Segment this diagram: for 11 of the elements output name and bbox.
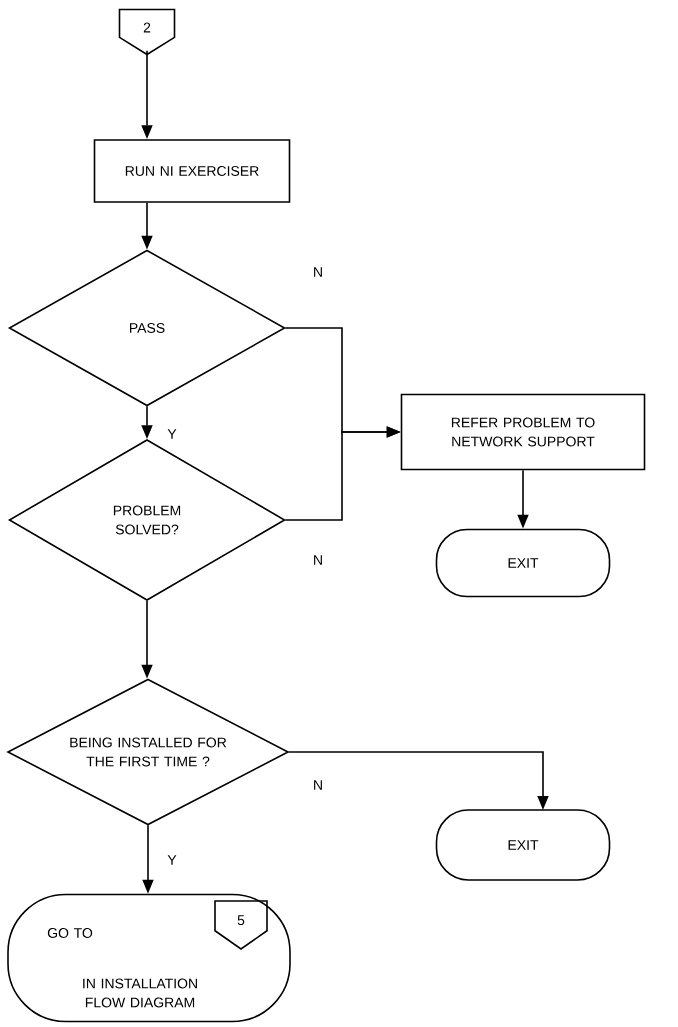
off-page-connector: 5 [214,900,268,950]
terminal-box: EXIT [435,528,611,598]
edge-label: N [314,555,322,565]
edge-label: Y [167,855,177,865]
terminal-box: EXIT [435,809,611,881]
process-box: RUN NI EXERCISER [93,139,291,203]
off-page-connector: 2 [118,8,176,56]
process-box: REFER PROBLEM TO NETWORK SUPPORT [400,393,646,471]
edge-label: Y [167,429,177,439]
edge-label: N [314,780,322,790]
edge-label: N [314,267,322,277]
